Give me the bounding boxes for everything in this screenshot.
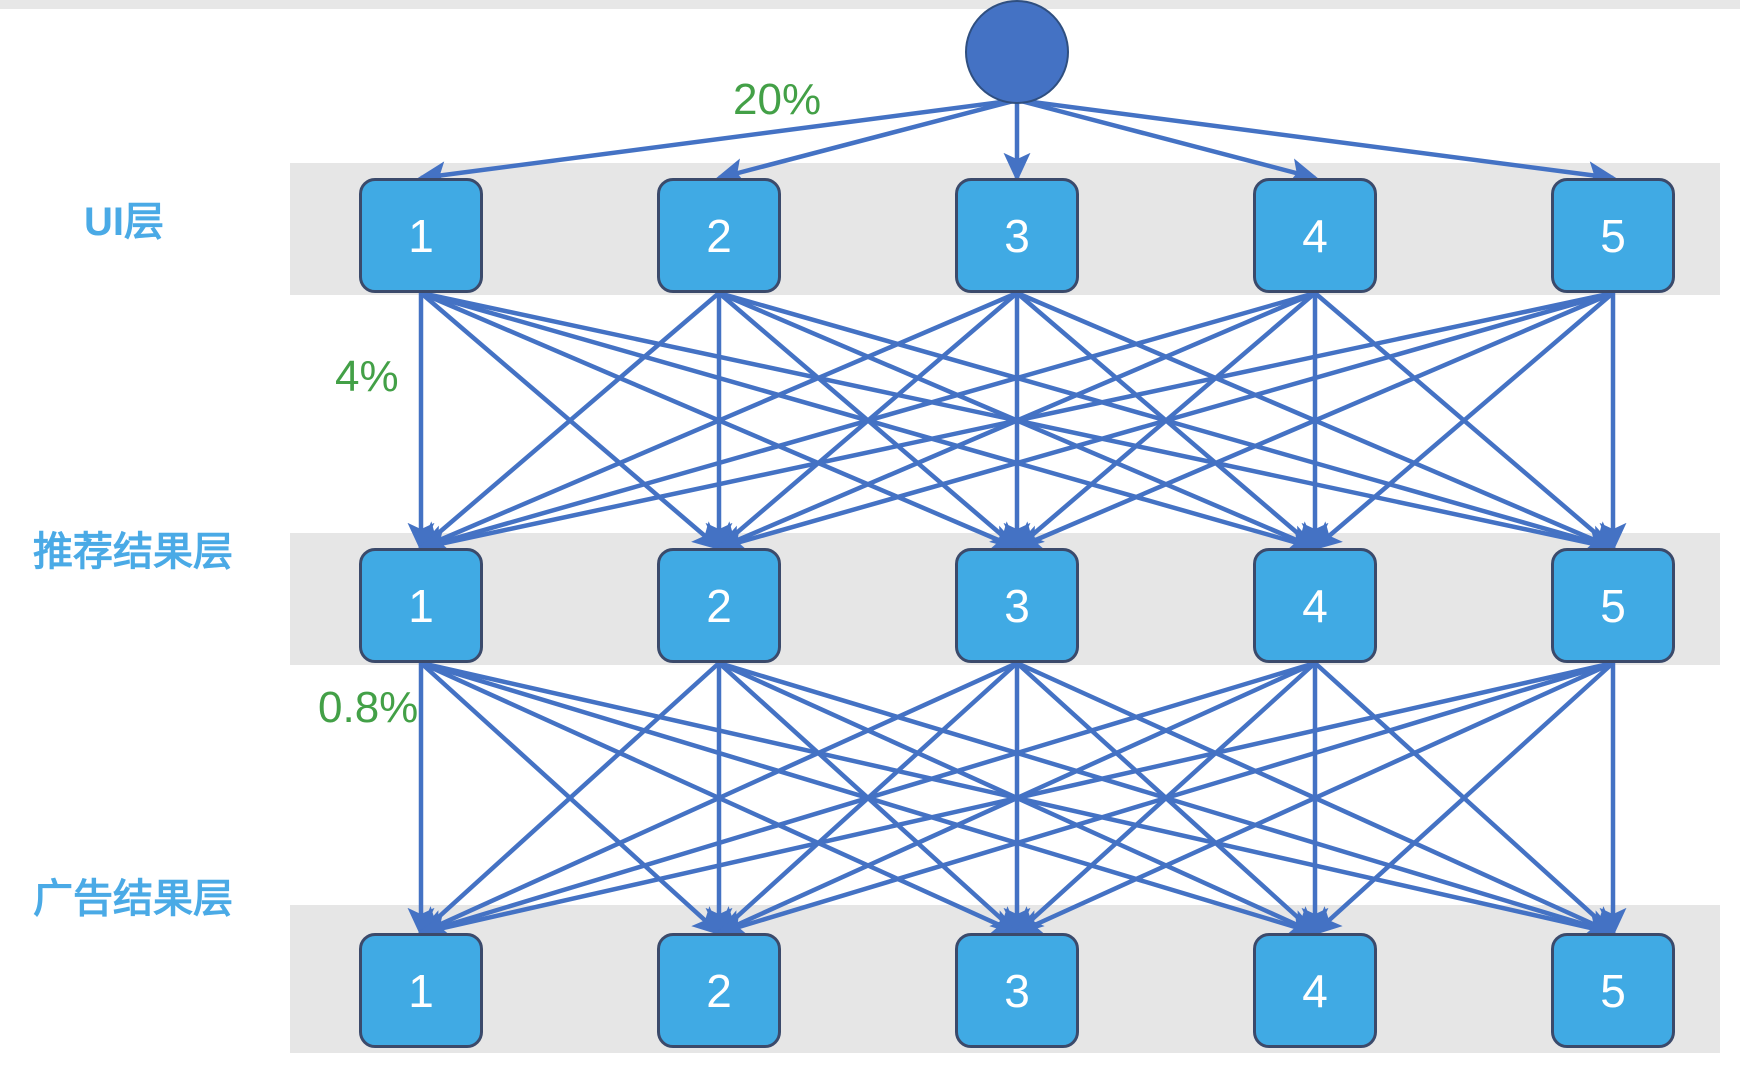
node-label: 1 xyxy=(408,964,434,1017)
edge-ui5-to-rec1 xyxy=(417,290,1614,556)
top-strip xyxy=(0,0,1740,9)
edge-ui5-to-rec2 xyxy=(715,290,1614,555)
edge-rec3-to-ad2 xyxy=(715,661,1019,936)
edge-rec5-to-ad4 xyxy=(1311,661,1615,936)
node-recommend-3[interactable]: 3 xyxy=(955,548,1079,663)
node-recommend-5[interactable]: 5 xyxy=(1551,548,1675,663)
edge-ui2-to-rec3 xyxy=(717,291,1021,551)
edge-rec4-to-ad3 xyxy=(1013,661,1317,936)
node-ad-3[interactable]: 3 xyxy=(955,933,1079,1048)
edge-group-recommend-to-ad xyxy=(407,660,1627,941)
edge-rec1-to-ad3 xyxy=(420,660,1021,936)
edge-ui3-to-rec2 xyxy=(715,291,1019,551)
edge-rec2-to-ad3 xyxy=(717,661,1021,936)
edge-ui5-to-rec3 xyxy=(1013,290,1614,551)
layer-label-ui: UI层 xyxy=(84,200,164,244)
node-label: 3 xyxy=(1004,579,1030,632)
edge-ui1-to-rec5 xyxy=(420,290,1617,556)
edge-rec3-to-ad1 xyxy=(417,660,1018,936)
edge-rec4-to-ad1 xyxy=(417,660,1316,939)
node-label: 1 xyxy=(408,579,434,632)
edge-rec4-to-ad2 xyxy=(715,660,1316,936)
edge-rec5-to-ad3 xyxy=(1013,660,1614,936)
edge-rec5-to-ad1 xyxy=(417,660,1614,941)
node-label: 3 xyxy=(1004,964,1030,1017)
node-label: 3 xyxy=(1004,209,1030,262)
node-label: 5 xyxy=(1600,579,1626,632)
node-ui-5[interactable]: 5 xyxy=(1551,178,1675,293)
edge-rec1-to-ad2 xyxy=(419,661,723,936)
node-label: 4 xyxy=(1302,209,1328,262)
rate-label-ui-to-recommend: 4% xyxy=(335,352,399,401)
node-label: 4 xyxy=(1302,964,1328,1017)
node-ad-4[interactable]: 4 xyxy=(1253,933,1377,1048)
edge-ui2-to-rec4 xyxy=(718,290,1319,551)
edge-rec5-to-ad2 xyxy=(715,660,1614,939)
edge-ui2-to-rec1 xyxy=(417,291,721,551)
edge-rec2-to-ad4 xyxy=(718,660,1319,936)
edge-ui1-to-rec2 xyxy=(419,291,723,551)
root-node[interactable] xyxy=(965,0,1069,104)
node-label: 5 xyxy=(1600,964,1626,1017)
node-ad-2[interactable]: 2 xyxy=(657,933,781,1048)
edge-rec2-to-ad1 xyxy=(417,661,721,936)
edge-ui3-to-rec5 xyxy=(1016,290,1617,551)
node-ui-1[interactable]: 1 xyxy=(359,178,483,293)
edge-ui4-to-rec3 xyxy=(1013,291,1317,551)
node-label: 4 xyxy=(1302,579,1328,632)
node-label: 2 xyxy=(706,579,732,632)
rate-label-recommend-to-ad: 0.8% xyxy=(318,683,419,732)
node-label: 1 xyxy=(408,209,434,262)
edge-rec4-to-ad5 xyxy=(1313,661,1617,936)
node-recommend-4[interactable]: 4 xyxy=(1253,548,1377,663)
edge-ui4-to-rec1 xyxy=(417,290,1316,555)
node-ad-1[interactable]: 1 xyxy=(359,933,483,1048)
edge-rec3-to-ad4 xyxy=(1015,661,1319,936)
node-label: 5 xyxy=(1600,209,1626,262)
node-label: 2 xyxy=(706,964,732,1017)
layer-label-recommend: 推荐结果层 xyxy=(33,530,233,574)
edge-rec3-to-ad5 xyxy=(1016,660,1617,936)
rate-label-root-to-ui: 20% xyxy=(733,75,822,124)
node-ui-4[interactable]: 4 xyxy=(1253,178,1377,293)
node-ui-3[interactable]: 3 xyxy=(955,178,1079,293)
layer-label-ad: 广告结果层 xyxy=(33,877,233,921)
node-recommend-1[interactable]: 1 xyxy=(359,548,483,663)
edge-rec2-to-ad5 xyxy=(718,660,1617,939)
edge-ui1-to-rec3 xyxy=(420,290,1021,551)
edge-group-ui-to-recommend xyxy=(407,290,1627,556)
edge-ui5-to-rec4 xyxy=(1311,291,1615,551)
node-ui-2[interactable]: 2 xyxy=(657,178,781,293)
edge-rec1-to-ad5 xyxy=(420,660,1617,941)
edge-rec1-to-ad4 xyxy=(420,660,1319,939)
node-label: 2 xyxy=(706,209,732,262)
edge-ui2-to-rec5 xyxy=(718,290,1617,555)
edge-ui3-to-rec4 xyxy=(1015,291,1319,551)
edge-ui3-to-rec1 xyxy=(417,290,1018,551)
edge-ui4-to-rec2 xyxy=(715,290,1316,551)
edge-ui1-to-rec4 xyxy=(420,290,1319,555)
node-ad-5[interactable]: 5 xyxy=(1551,933,1675,1048)
edge-ui4-to-rec5 xyxy=(1313,291,1617,551)
node-recommend-2[interactable]: 2 xyxy=(657,548,781,663)
